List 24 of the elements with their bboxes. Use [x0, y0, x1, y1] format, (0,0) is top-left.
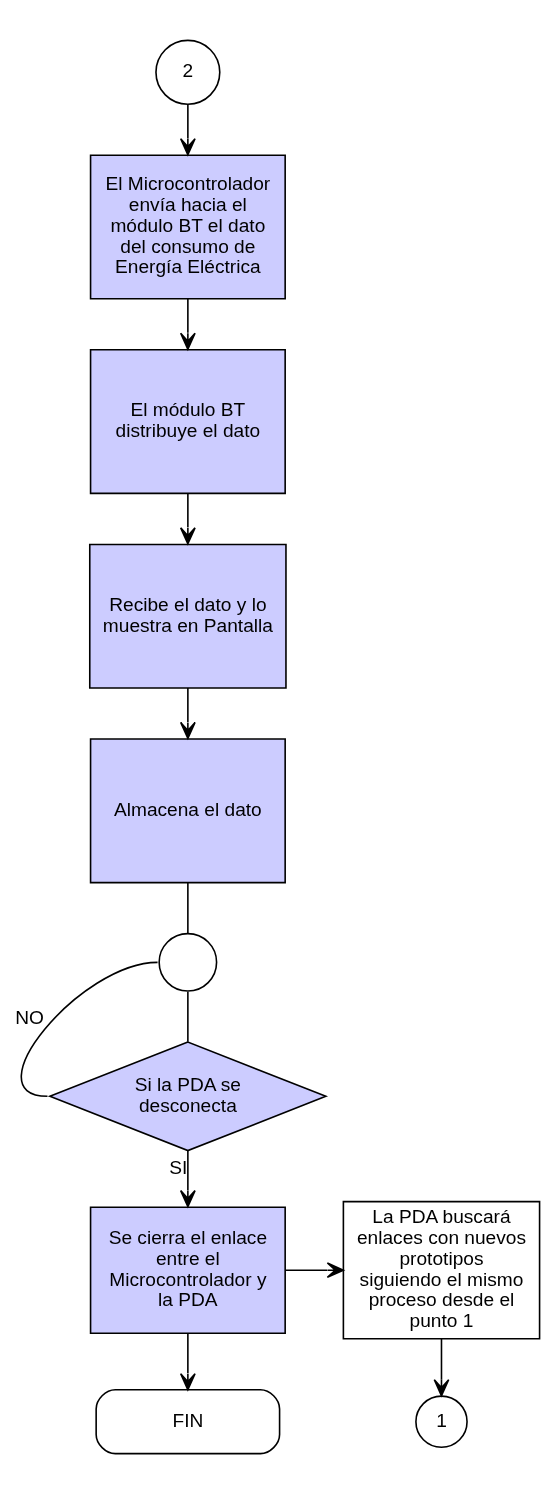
node-box: FIN	[95, 1388, 281, 1454]
connector	[20, 961, 159, 1097]
node-box: Almacena el dato	[89, 737, 286, 883]
arrow	[179, 297, 196, 350]
node-box: Se cierra el enlace entre el Microcontrolador y la PDA	[89, 1205, 286, 1334]
arrow	[433, 1337, 450, 1396]
node-diamond: Si la PDA se desconecta	[47, 1040, 329, 1151]
arrow	[179, 1332, 196, 1390]
arrow	[179, 492, 196, 545]
node-box: Recibe el dato y lo muestra en Pantalla	[88, 543, 287, 689]
edge-label: SI	[169, 1156, 188, 1178]
arrow	[179, 1149, 196, 1207]
connector	[187, 881, 189, 934]
node-box: La PDA buscará enlaces con nuevos prototipos siguiendo el mismo proceso desde el punto 1	[342, 1200, 541, 1340]
node-box: El módulo BT distribuye el dato	[89, 348, 286, 494]
node-box: El Microcontrolador envía hacia el módulo BT el dato del consumo de Energía Eléctrica	[89, 153, 286, 300]
arrow	[179, 686, 196, 739]
arrow	[284, 1261, 345, 1278]
node-circle: 1	[415, 1394, 468, 1448]
edge-label: NO	[15, 1006, 44, 1028]
node-circle	[158, 932, 218, 992]
arrow	[179, 103, 196, 155]
node-circle: 2	[155, 39, 221, 105]
connector	[187, 990, 189, 1042]
